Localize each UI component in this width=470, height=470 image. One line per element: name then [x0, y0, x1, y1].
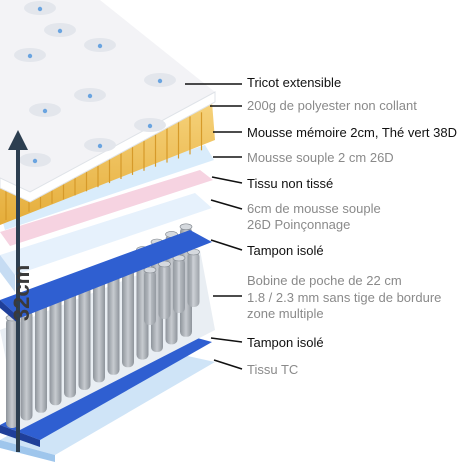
label-tricot: Tricot extensible [247, 75, 342, 90]
layer-mousse-souple [0, 145, 214, 230]
quilt-dimple [84, 38, 116, 52]
quilt-dimple [24, 1, 56, 15]
label-pad-bottom: Tampon isolé [247, 335, 324, 350]
label-coils-3: zone multiple [247, 306, 324, 321]
pocket-coil [34, 299, 48, 413]
pocket-coil [172, 254, 186, 313]
quilt-dimple [134, 118, 166, 132]
layer-foam-6cm-front [0, 255, 15, 292]
quilt-dimple [84, 138, 116, 152]
layer-tricot [0, 0, 215, 192]
label-pad-top: Tampon isolé [247, 243, 324, 258]
label-coils-1: Bobine de poche de 22 cm [247, 273, 402, 288]
leader-line [211, 176, 243, 184]
layer-memoire [0, 102, 215, 225]
pocket-coil [187, 248, 200, 307]
layer-pad-top [0, 230, 212, 318]
leader-line [210, 199, 243, 210]
label-tissu-tc: Tissu TC [247, 362, 299, 377]
quilt-dimple [14, 48, 46, 62]
height-arrow-head [8, 130, 28, 150]
pocket-coil [49, 291, 62, 406]
quilt-dimple [19, 153, 51, 167]
layer-tissu-tc-front [0, 440, 55, 462]
label-non-tisse: Tissu non tissé [247, 176, 334, 191]
layer-foam-6cm [0, 193, 212, 275]
layer-pad-top-edge [0, 300, 20, 325]
label-foam-6cm-2: 26D Poinçonnage [247, 217, 351, 232]
label-coils-2: 1.8 / 2.3 mm sans tige de bordure [247, 290, 442, 305]
quilt-dimple [44, 23, 76, 37]
quilting-dimples [14, 1, 176, 167]
leader-line [210, 239, 243, 251]
height-label: 32cm [9, 264, 34, 322]
leader-line [210, 337, 243, 343]
pocket-coil [158, 260, 171, 319]
layer-tissu-non-tisse [0, 170, 213, 246]
label-memoire: Mousse mémoire 2cm, Thé vert 38D [247, 125, 457, 140]
label-mousse-souple: Mousse souple 2 cm 26D [247, 150, 394, 165]
label-polyester: 200g de polyester non collant [247, 98, 417, 113]
layer-tricot-edge [0, 91, 216, 203]
label-foam-6cm-1: 6cm de mousse souple [247, 201, 381, 216]
leader-lines [185, 83, 243, 370]
pocket-coil [143, 266, 157, 325]
pocket-coil [63, 284, 77, 398]
quilt-dimple [144, 73, 176, 87]
leader-line [213, 359, 243, 370]
quilt-dimple [29, 103, 61, 117]
quilt-dimple [74, 88, 106, 102]
